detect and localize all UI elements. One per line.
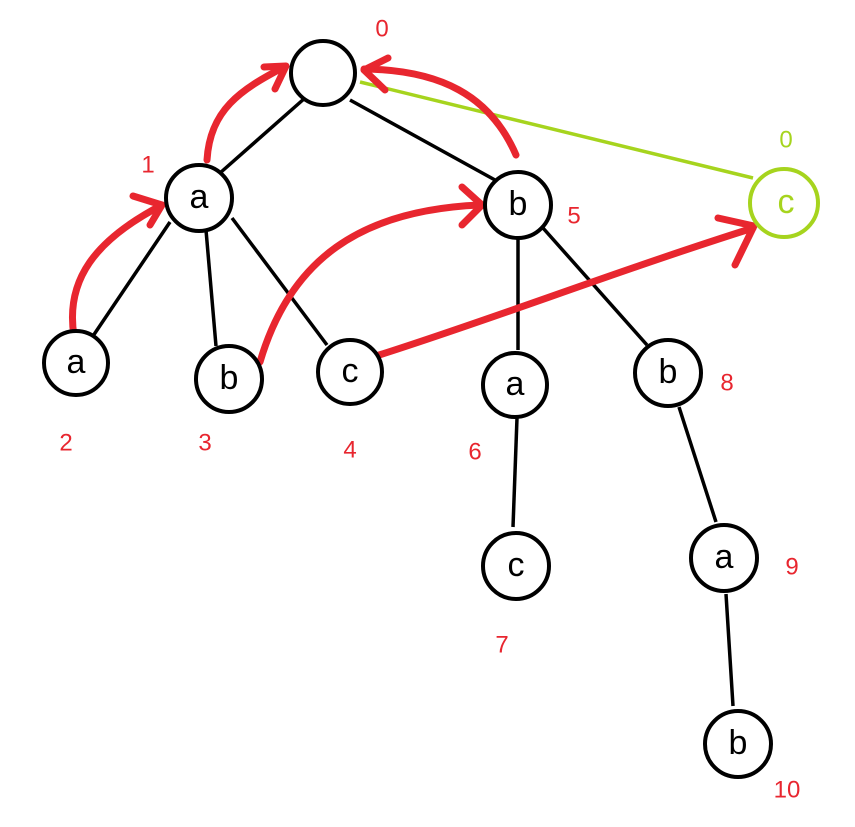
edge-5-8 (541, 226, 649, 347)
node-letter-8: b (659, 353, 678, 391)
fail-arrowhead-3-to-5 (458, 183, 486, 229)
node-letter-9: a (715, 538, 734, 576)
node-5: b 5 (483, 170, 581, 240)
node-id-5: 5 (567, 203, 580, 230)
edge-8-9 (677, 406, 718, 523)
node-letter-3: b (220, 359, 239, 397)
node-6: a 6 (468, 351, 549, 466)
fail-arrow-1-to-0 (203, 63, 288, 164)
node-id-6: 6 (468, 439, 481, 466)
node-id-2: 2 (59, 430, 72, 457)
node-id-8: 8 (720, 370, 733, 397)
fail-arrow-4-to-c (372, 224, 757, 360)
node-id-1: 1 (141, 152, 154, 179)
node-7: c 7 (481, 531, 551, 659)
extra-node-id: 0 (779, 127, 792, 154)
node-2: a 2 (42, 329, 110, 457)
edge-1-3 (204, 229, 218, 347)
node-10: b 10 (703, 709, 801, 804)
edge-0-5 (349, 98, 496, 182)
node-8: b 8 (633, 338, 734, 408)
node-3: b 3 (194, 344, 264, 457)
fail-links-red (69, 54, 758, 366)
fail-arrowhead-4-to-c (714, 214, 758, 269)
node-letter-7: c (508, 546, 525, 584)
node-9: a 9 (689, 523, 799, 593)
node-letter-5: b (509, 185, 528, 223)
extra-node-letter: c (778, 183, 795, 221)
node-id-0: 0 (375, 16, 388, 43)
node-id-10: 10 (774, 777, 801, 804)
fail-arrow-2-to-1 (69, 201, 166, 340)
edge-1-2 (91, 221, 172, 337)
node-id-3: 3 (198, 430, 211, 457)
fail-arrow-5-to-0 (360, 65, 520, 159)
node-4: c 4 (316, 338, 384, 464)
node-letter-1: a (190, 178, 209, 216)
edge-6-7 (511, 417, 519, 528)
edge-1-4 (230, 216, 329, 347)
node-id-7: 7 (495, 632, 508, 659)
edge-9-10 (724, 593, 735, 707)
fail-arrowhead-1-to-0 (260, 62, 290, 93)
node-letter-10: b (729, 724, 748, 762)
node-letter-4: c (342, 352, 359, 390)
node-id-4: 4 (343, 437, 356, 464)
node-0: 0 (289, 16, 389, 107)
tree-edges (91, 96, 735, 707)
extra-node-c: c 0 (748, 127, 820, 239)
fail-link-green (359, 80, 754, 180)
node-letter-2: a (67, 343, 86, 381)
fail-arrowhead-5-to-0 (360, 54, 392, 94)
fail-arrow-3-to-5 (256, 201, 484, 366)
node-id-9: 9 (785, 554, 798, 581)
edge-0-1 (218, 96, 307, 175)
node-1: a 1 (141, 152, 234, 233)
node-letter-6: a (506, 365, 525, 403)
fail-arrowhead-2-to-1 (129, 192, 166, 229)
